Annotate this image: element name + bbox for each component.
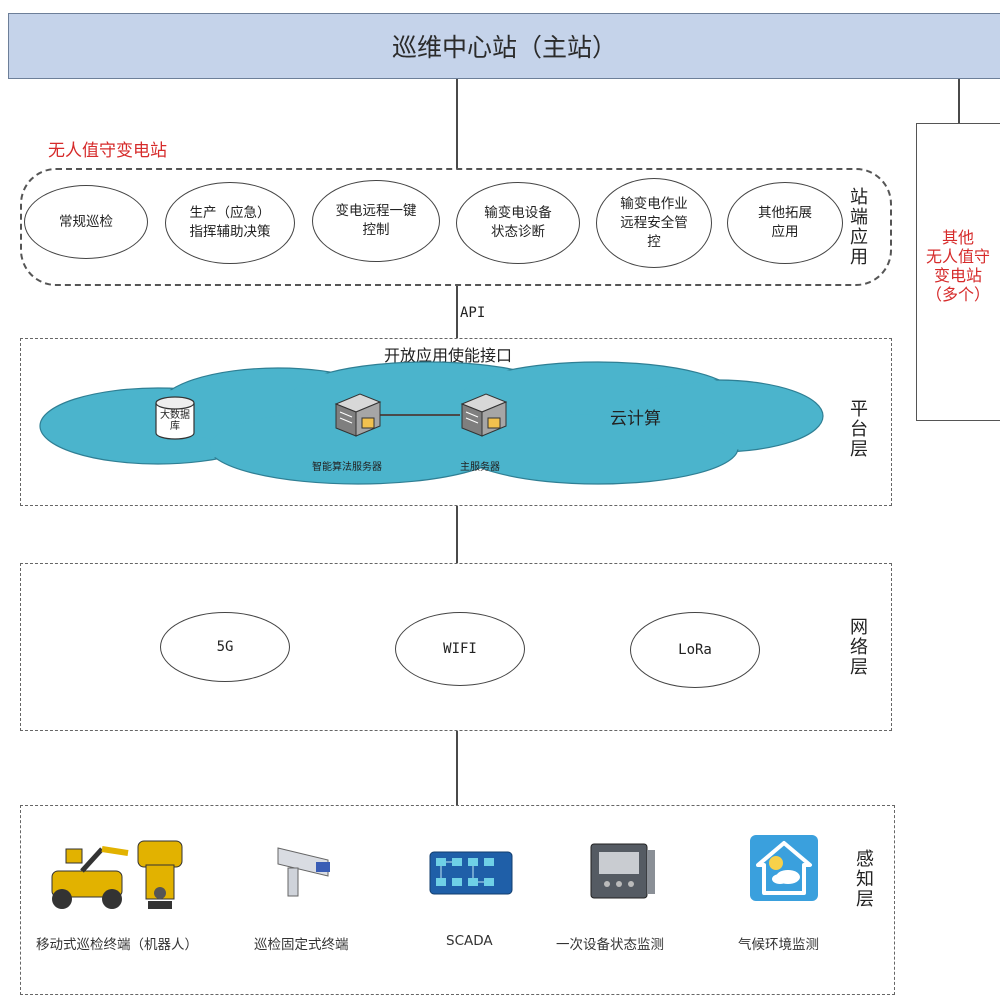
camera-icon xyxy=(277,847,330,897)
station-app-layer xyxy=(20,168,892,286)
network-5g-oval: 5G xyxy=(160,612,290,682)
algorithm-server-icon xyxy=(334,393,382,437)
platform-layer xyxy=(20,338,892,506)
device-label-robot: 移动式巡检终端（机器人） xyxy=(36,937,198,953)
app-oval-equipment-diagnosis: 输变电设备状态诊断 xyxy=(456,182,580,264)
database-label: 大数据 库 xyxy=(160,410,190,432)
device-label-equipment-monitor: 一次设备状态监测 xyxy=(556,937,664,953)
network-lora-oval: LoRa xyxy=(630,612,760,688)
open-api-label: 开放应用使能接口 xyxy=(384,346,513,365)
connector-line xyxy=(456,286,458,338)
main-server-icon xyxy=(460,393,508,437)
connector-line xyxy=(456,79,458,169)
app-oval-remote-control: 变电远程一键控制 xyxy=(312,180,440,262)
device-label-fixed-terminal: 巡检固定式终端 xyxy=(254,937,349,953)
device-label-climate-monitor: 气候环境监测 xyxy=(738,937,819,953)
scada-icon xyxy=(429,851,513,895)
device-label-scada: SCADA xyxy=(446,933,493,949)
network-layer xyxy=(20,563,892,731)
main-station-title: 巡维中心站（主站） xyxy=(391,33,617,62)
station-app-side-label: 站 端 应 用 xyxy=(850,187,868,268)
main-server-label: 主服务器 xyxy=(460,462,500,473)
connector-line xyxy=(958,79,960,124)
robot-icon xyxy=(51,840,183,909)
app-oval-routine-inspection: 常规巡检 xyxy=(24,185,148,259)
other-stations-label: 其他 无人值守 变电站 （多个） xyxy=(925,228,990,304)
connector-line xyxy=(456,506,458,563)
platform-side-label: 平 台 层 xyxy=(850,399,868,460)
app-oval-emergency-command: 生产（应急）指挥辅助决策 xyxy=(165,182,295,264)
main-station-header: 巡维中心站（主站） xyxy=(8,13,1000,79)
algorithm-server-label: 智能算法服务器 xyxy=(312,462,382,473)
api-label: API xyxy=(460,305,486,321)
unattended-station-label: 无人值守变电站 xyxy=(48,141,167,161)
perception-side-label: 感 知 层 xyxy=(856,849,874,910)
other-stations-box xyxy=(916,123,1000,421)
cloud-computing-shape xyxy=(39,361,824,485)
app-oval-other-extensions: 其他拓展应用 xyxy=(727,182,843,264)
monitor-device-icon xyxy=(590,843,655,899)
server-link-line xyxy=(380,414,460,416)
network-wifi-oval: WIFI xyxy=(395,612,525,686)
app-oval-safety-control: 输变电作业远程安全管控 xyxy=(596,178,712,268)
cloud-computing-label: 云计算 xyxy=(610,409,661,429)
weather-house-icon xyxy=(750,835,818,901)
connector-line xyxy=(456,731,458,805)
network-side-label: 网 络 层 xyxy=(850,617,868,678)
database-icon xyxy=(155,396,195,440)
